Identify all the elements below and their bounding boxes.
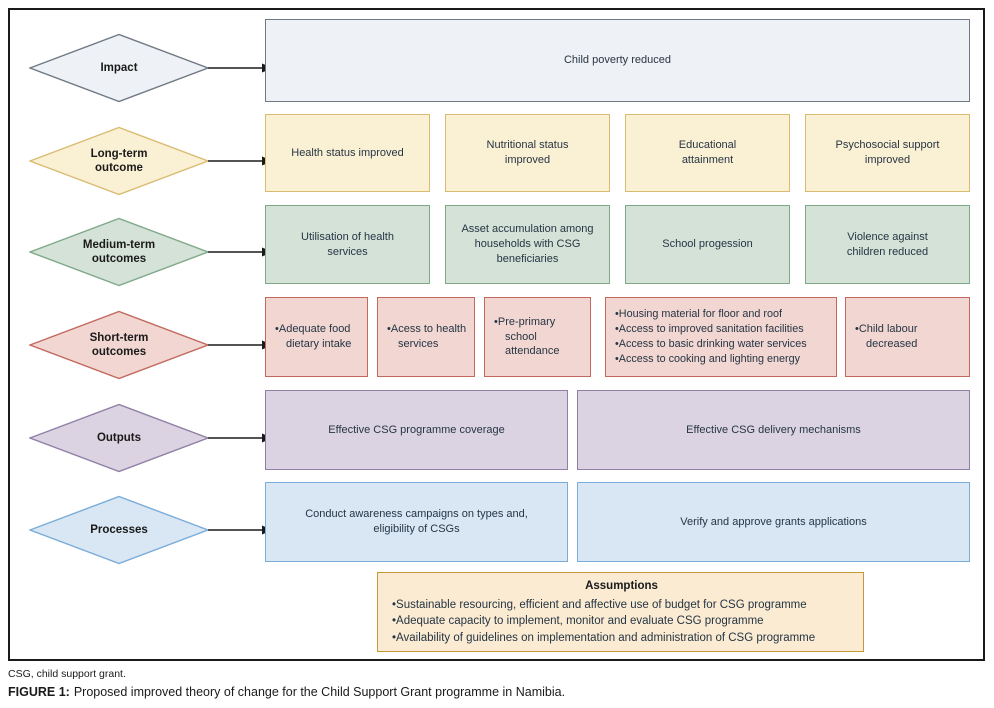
abbreviation-note: CSG, child support grant. xyxy=(8,668,126,680)
arrow-right-icon xyxy=(208,340,273,350)
box-text: Asset accumulation among households with… xyxy=(461,223,594,265)
box-text: Conduct awareness campaigns on types and… xyxy=(305,508,528,535)
arrow-right-icon xyxy=(208,63,273,73)
box-school-progression: School progession xyxy=(625,205,790,284)
bullet-item: Housing material for floor and roof xyxy=(615,307,807,322)
box-health-status: Health status improved xyxy=(265,114,430,192)
bullet-list: Pre-primary school attendance xyxy=(494,315,585,360)
assumptions-list: Sustainable resourcing, efficient and af… xyxy=(392,597,851,647)
box-utilisation-health: Utilisation of health services xyxy=(265,205,430,284)
stage-label-processes: Processes xyxy=(90,523,148,536)
bullet-list: Adequate food dietary intake xyxy=(275,322,362,352)
bullet-item: Adequate food dietary intake xyxy=(275,322,362,352)
assumption-item: Sustainable resourcing, efficient and af… xyxy=(392,597,851,614)
box-text: Nutritional status improved xyxy=(486,139,569,166)
arrow-right-icon xyxy=(208,433,273,443)
bullet-item: Access to basic drinking water services xyxy=(615,337,807,352)
bullet-list: Child labour decreased xyxy=(855,322,964,352)
box-text: Child poverty reduced xyxy=(563,54,671,67)
stage-label-medium-term: Medium-term outcomes xyxy=(82,238,156,265)
stage-diamond-medium-term: Medium-term outcomes xyxy=(29,217,209,287)
assumption-item: Adequate capacity to implement, monitor … xyxy=(392,613,851,630)
arrow-right-icon xyxy=(208,247,273,257)
bullet-item: Pre-primary school attendance xyxy=(494,315,585,360)
figure-caption-label: FIGURE 1: xyxy=(8,685,70,699)
bullet-list: Housing material for floor and roof Acce… xyxy=(615,307,807,367)
box-text: Effective CSG delivery mechanisms xyxy=(686,423,861,436)
box-text: School progession xyxy=(662,238,753,251)
box-educational-attainment: Educational attainment xyxy=(625,114,790,192)
box-text: Health status improved xyxy=(291,146,404,159)
assumption-item: Availability of guidelines on implementa… xyxy=(392,630,851,647)
bullet-item: Child labour decreased xyxy=(855,322,964,352)
stage-label-short-term: Short-term outcomes xyxy=(89,331,149,358)
bullet-item: Acess to health services xyxy=(387,322,469,352)
stage-diamond-processes: Processes xyxy=(29,495,209,565)
box-food-dietary-intake: Adequate food dietary intake xyxy=(265,297,368,377)
box-text: Psychosocial support improved xyxy=(835,139,940,166)
box-impact-child-poverty: Child poverty reduced xyxy=(265,19,970,102)
stage-diamond-impact: Impact xyxy=(29,33,209,103)
assumptions-box: Assumptions Sustainable resourcing, effi… xyxy=(377,572,864,652)
box-verify-grants: Verify and approve grants applications xyxy=(577,482,970,562)
box-csg-coverage: Effective CSG programme coverage xyxy=(265,390,568,470)
stage-diamond-short-term: Short-term outcomes xyxy=(29,310,209,380)
box-csg-delivery: Effective CSG delivery mechanisms xyxy=(577,390,970,470)
box-violence-reduced: Violence against children reduced xyxy=(805,205,970,284)
box-text: Verify and approve grants applications xyxy=(680,515,867,528)
bullet-list: Acess to health services xyxy=(387,322,469,352)
box-preprimary-attendance: Pre-primary school attendance xyxy=(484,297,591,377)
stage-diamond-long-term: Long-term outcome xyxy=(29,126,209,196)
assumptions-title: Assumptions xyxy=(585,580,658,592)
box-text: Utilisation of health services xyxy=(301,230,394,258)
box-awareness-campaigns: Conduct awareness campaigns on types and… xyxy=(265,482,568,562)
box-child-labour: Child labour decreased xyxy=(845,297,970,377)
figure-caption: FIGURE 1:Proposed improved theory of cha… xyxy=(8,685,565,699)
arrow-right-icon xyxy=(208,156,273,166)
stage-diamond-outputs: Outputs xyxy=(29,403,209,473)
box-nutritional-status: Nutritional status improved xyxy=(445,114,610,192)
box-text: Effective CSG programme coverage xyxy=(328,423,505,436)
arrow-right-icon xyxy=(208,525,273,535)
diagram-frame: Impact Child poverty reduced Long-term o… xyxy=(8,8,985,661)
box-access-health-services: Acess to health services xyxy=(377,297,475,377)
bullet-item: Access to cooking and lighting energy xyxy=(615,352,807,367)
stage-label-long-term: Long-term outcome xyxy=(90,147,148,174)
stage-label-impact: Impact xyxy=(100,61,138,74)
box-text: Educational attainment xyxy=(678,139,737,166)
stage-label-outputs: Outputs xyxy=(96,431,142,444)
box-asset-accumulation: Asset accumulation among households with… xyxy=(445,205,610,284)
bullet-item: Access to improved sanitation facilities xyxy=(615,322,807,337)
box-psychosocial-support: Psychosocial support improved xyxy=(805,114,970,192)
box-text: Violence against children reduced xyxy=(846,230,929,258)
box-housing-and-access: Housing material for floor and roof Acce… xyxy=(605,297,837,377)
figure-caption-text: Proposed improved theory of change for t… xyxy=(73,685,566,699)
